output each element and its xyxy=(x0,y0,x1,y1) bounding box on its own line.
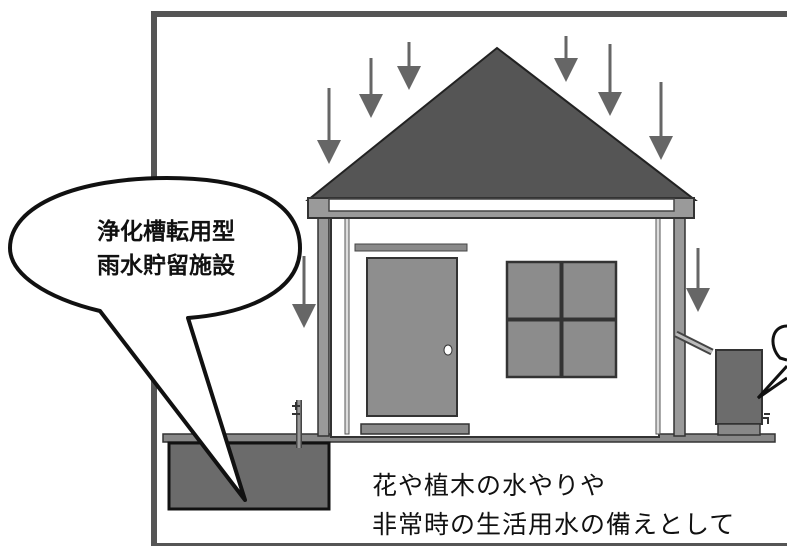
speech-bubble-left xyxy=(8,176,302,502)
door-knob xyxy=(443,344,453,356)
speech-bubble-line-2: 雨水貯留施設 xyxy=(97,253,235,279)
rain-tank xyxy=(715,349,763,425)
wall-trim-left xyxy=(344,209,350,435)
speech-bubble-right xyxy=(756,324,787,400)
caption-line-1: 花や植木の水やりや xyxy=(372,471,607,500)
door-canopy xyxy=(354,243,468,252)
rain-arrows xyxy=(292,36,710,328)
eave-inner xyxy=(328,198,675,212)
tank-faucet-icon xyxy=(762,413,770,424)
caption-line-2: 非常時の生活用水の備えとして xyxy=(372,510,736,539)
door-step xyxy=(360,423,470,435)
downpipe-right xyxy=(673,213,686,437)
door xyxy=(366,257,458,417)
downpipe-left xyxy=(317,213,330,437)
speech-bubble-line-1: 浄化槽転用型 xyxy=(97,219,235,245)
underground-tank xyxy=(167,441,331,511)
faucet-icon xyxy=(292,402,300,415)
wall-trim-right xyxy=(655,209,661,435)
